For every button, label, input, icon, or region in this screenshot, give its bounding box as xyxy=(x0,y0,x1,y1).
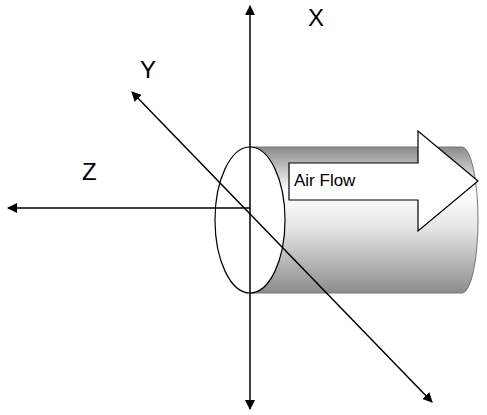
arrow-label: Air Flow xyxy=(294,172,355,191)
flow-arrow: Air Flow xyxy=(288,130,480,232)
axis-label: Y xyxy=(140,58,156,82)
axis-label: X xyxy=(308,6,324,30)
y-axis xyxy=(132,92,432,402)
z-axis xyxy=(8,207,250,209)
axis-label: Z xyxy=(82,160,97,184)
